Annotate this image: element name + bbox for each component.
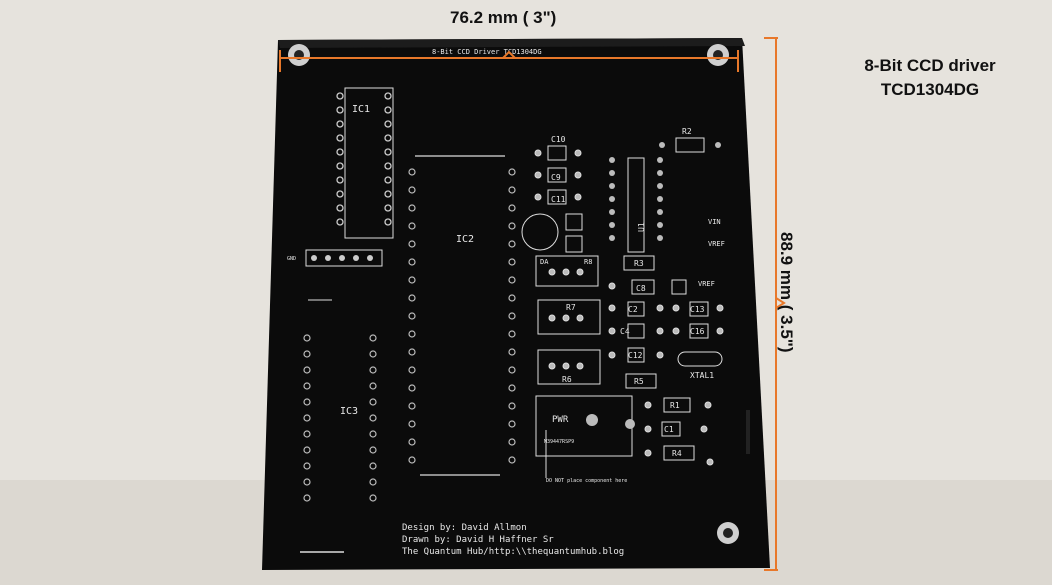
credit-line-1: Design by: David Allmon <box>402 523 527 533</box>
c4-label: C4 <box>620 327 630 336</box>
c11-label: C11 <box>551 195 566 204</box>
vref-label-2: VREF <box>698 280 715 288</box>
c13-label: C13 <box>690 305 705 314</box>
r4-label: R4 <box>672 449 682 458</box>
regulator-label: M39447RSP9 <box>544 439 574 445</box>
ic2-footprint: IC2 <box>408 155 516 476</box>
c10-label: C10 <box>551 135 566 144</box>
pwr-block: PWR M39447RSP9 DO NOT place component he… <box>535 395 635 484</box>
r5-body <box>625 373 657 389</box>
cap-grid <box>608 279 724 363</box>
title-line-2: TCD1304DG <box>880 80 980 99</box>
c8-label: C8 <box>636 284 646 293</box>
ic2-label: IC2 <box>456 234 474 245</box>
ic3-footprint: IC3 <box>300 299 377 553</box>
c9-label: C9 <box>551 173 561 182</box>
r2-footprint: R2 <box>659 127 721 153</box>
board-title-silk: 8-Bit CCD Driver TCD1304DG <box>432 48 542 56</box>
r1-label: R1 <box>670 401 680 410</box>
credit-line-3: The Quantum Hub/http:\\thequantumhub.blo… <box>402 547 624 557</box>
u1-label: U1 <box>637 222 646 232</box>
r5-label: R5 <box>634 377 644 386</box>
gnd-label: GND <box>287 256 296 262</box>
c1-label: C1 <box>664 425 674 434</box>
lower-right-parts <box>644 397 750 466</box>
xtal-label: XTAL1 <box>690 371 714 380</box>
pcb-board <box>262 38 770 570</box>
pcb-top-edge <box>278 38 745 48</box>
c16-label: C16 <box>690 327 705 336</box>
r7-label: R7 <box>566 303 576 312</box>
width-dimension-line <box>279 50 739 72</box>
vref-label-1: VREF <box>708 240 725 248</box>
width-dimension-label: 76.2 mm ( 3") <box>450 8 557 27</box>
warning-note: DO NOT place component here <box>546 478 627 484</box>
r2-label: R2 <box>682 127 692 136</box>
ic1-footprint: IC1 <box>336 87 394 239</box>
da-label: DA <box>540 258 549 266</box>
ic3-label: IC3 <box>340 406 358 417</box>
pwr-label: PWR <box>552 415 569 425</box>
u1-footprint: U1 <box>609 157 663 253</box>
c2-label: C2 <box>628 305 638 314</box>
cap-column <box>521 145 583 253</box>
height-dimension-label: 88.9 mm ( 3.5") <box>777 232 796 353</box>
r6-label: R6 <box>562 375 572 384</box>
title-line-1: 8-Bit CCD driver <box>864 56 996 75</box>
r8-label: R8 <box>584 258 592 266</box>
c12-label: C12 <box>628 351 643 360</box>
title-annotation: 8-Bit CCD driver TCD1304DG <box>850 54 1010 102</box>
height-dimension-line <box>764 37 786 571</box>
vin-label: VIN <box>708 218 721 226</box>
r3-body <box>623 255 655 271</box>
xtal-body <box>677 351 723 367</box>
credit-line-2: Drawn by: David H Haffner Sr <box>402 535 554 545</box>
r3-label: R3 <box>634 259 644 268</box>
gnd-header: GND <box>287 249 383 267</box>
ic1-label: IC1 <box>352 104 370 115</box>
trimmer-blocks <box>535 255 601 385</box>
